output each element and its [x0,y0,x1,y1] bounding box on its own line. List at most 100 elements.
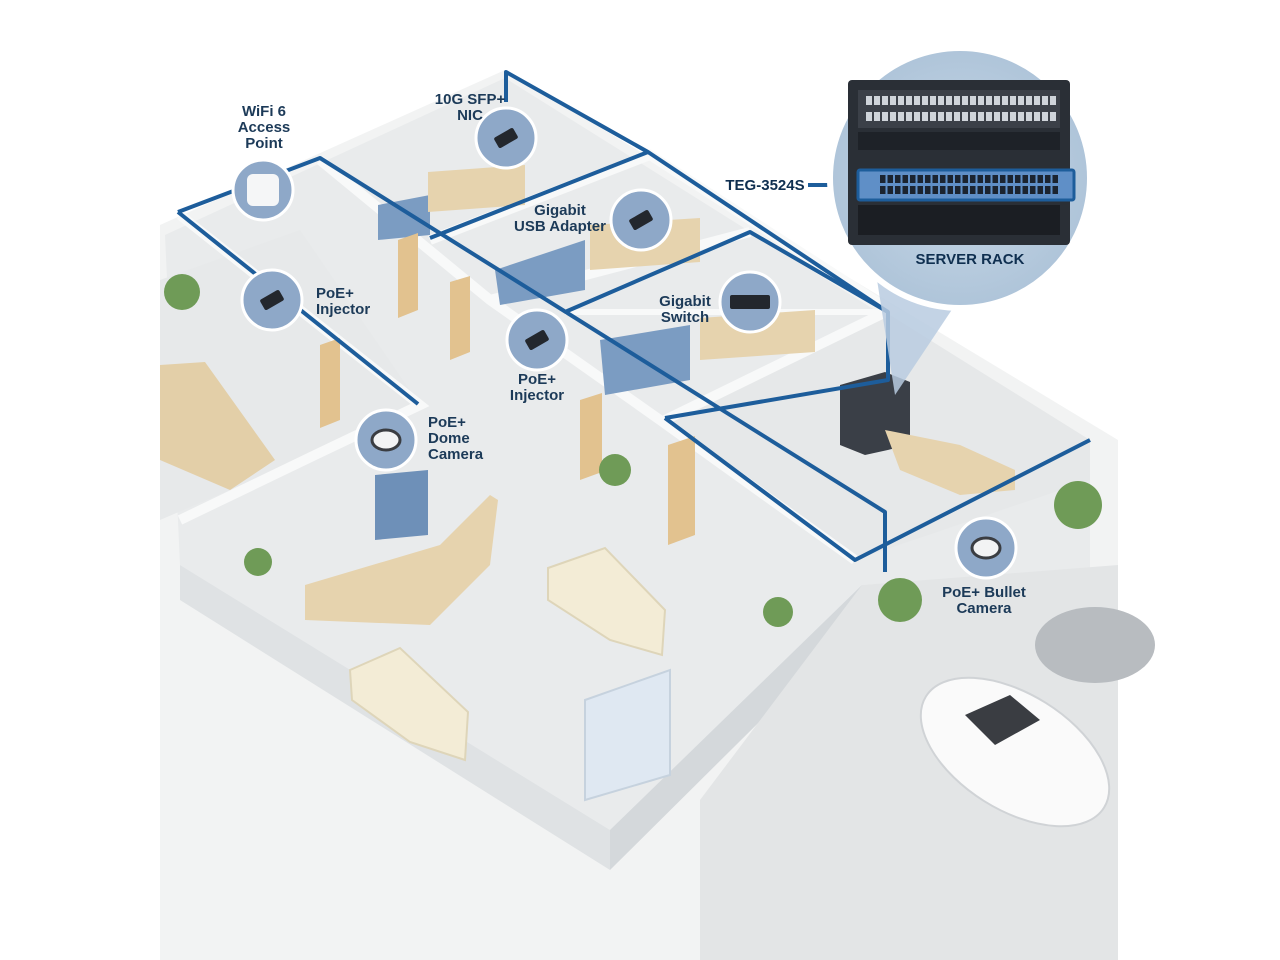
potted-plant [599,454,631,486]
teg-3524s-switch [856,168,1076,202]
office-door [398,233,418,318]
patch-port [1018,96,1024,105]
rack-port [880,186,886,194]
patch-port [1002,96,1008,105]
patch-port [930,96,936,105]
rack-port [1022,175,1028,183]
link-server-room [663,416,1091,562]
patch-port [882,96,888,105]
office-door [668,436,695,545]
rack-port [1015,186,1021,194]
patch-port [890,96,896,105]
patch-port [970,112,976,121]
sfp-nic-badge [474,106,538,170]
potted-plant [878,578,922,622]
nvr-unit [858,205,1060,235]
patch-port [954,96,960,105]
patch-panel [858,90,1060,128]
rack-port [925,186,931,194]
bullet-camera-badge [954,516,1018,580]
patch-port [890,112,896,121]
car-white-windshield [965,695,1040,745]
label-usb-adapter: Gigabit USB Adapter [514,202,606,235]
rack-port [992,175,998,183]
rack-port [1037,186,1043,194]
patch-port [1018,112,1024,121]
rack-port [1022,186,1028,194]
label-poe-injector-1: PoE+ Injector [316,285,371,318]
wifi-ap-glyph [247,174,279,206]
patch-port [994,112,1000,121]
patch-port [914,112,920,121]
sfp-nic-glyph [494,128,518,148]
rack-port [962,186,968,194]
rack-port [955,175,961,183]
rack-port [917,175,923,183]
label-dome-camera: PoE+ Dome Camera [428,414,484,463]
patch-port [914,96,920,105]
dome-camera-badge [354,408,418,472]
storage-block [495,240,585,305]
patch-port [898,96,904,105]
rack-port [1000,186,1006,194]
patch-port [922,112,928,121]
gigabit-switch-glyph [730,295,770,309]
patch-port [1042,112,1048,121]
device-badges [231,106,1018,580]
patch-port [1034,112,1040,121]
reception-desk [305,495,498,625]
patch-port [994,96,1000,105]
switch-unit [858,132,1060,150]
rack-port [970,186,976,194]
poe-injector-2-glyph [525,330,549,350]
office-door [450,276,470,360]
label-rack-model: TEG-3524S [725,177,805,194]
patch-port [954,112,960,121]
wifi-ap-badge [231,158,295,222]
patch-port [882,112,888,121]
patch-port [1010,96,1016,105]
rack-port [947,175,953,183]
patch-port [978,96,984,105]
label-gigabit-switch: Gigabit Switch [659,293,711,326]
rack-port [1037,175,1043,183]
patch-port [874,112,880,121]
rack-port [1000,175,1006,183]
rack-port [1015,175,1021,183]
rack-port [1045,175,1051,183]
rack-port [902,175,908,183]
rack-port [1052,175,1058,183]
usb-adapter-badge [609,188,673,252]
patch-port [946,96,952,105]
bullet-camera-glyph [970,536,1002,560]
patch-port [898,112,904,121]
rack-port [985,186,991,194]
rack-port [880,175,886,183]
monitor-wall-desk [885,430,1015,495]
patch-port [946,112,952,121]
patch-port [962,112,968,121]
office-door [320,338,340,428]
rack-port [1045,186,1051,194]
label-server-rack: SERVER RACK [915,251,1025,268]
rack-port [932,186,938,194]
patch-port [970,96,976,105]
link-usb-office [429,150,649,240]
rack-port [1030,186,1036,194]
poe-injector-1-badge [240,268,304,332]
rack-port [977,175,983,183]
patch-port [874,96,880,105]
patch-port [938,96,944,105]
door [584,668,671,802]
rack-port [1052,186,1058,194]
potted-plant [244,548,272,576]
patch-port [1002,112,1008,121]
sofa [547,546,667,657]
car-grey [1035,607,1155,683]
gigabit-switch-badge [718,270,782,334]
rack-port [917,186,923,194]
patch-port [906,112,912,121]
sofa [348,646,470,762]
rack-port [1030,175,1036,183]
